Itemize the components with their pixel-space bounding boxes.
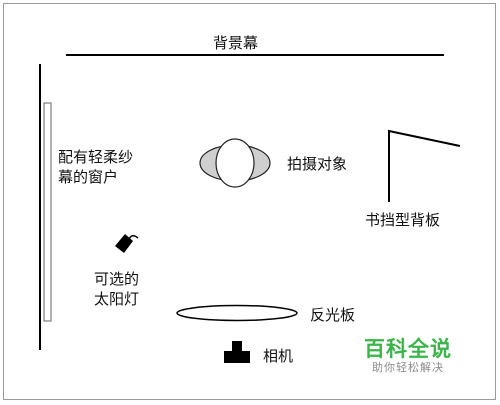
book-flat-shape [388,129,461,202]
subject-shape [199,138,271,188]
window-label-line2: 幕的窗户 [58,168,119,186]
frame-border [3,3,496,400]
book-flat-label: 书挡型背板 [365,211,441,229]
camera-label: 相机 [263,347,294,365]
reflector-label: 反光板 [310,306,356,324]
light-label-line2: 太阳灯 [94,290,140,308]
reflector-shape [176,304,298,322]
subject-label: 拍摄对象 [287,155,348,173]
backdrop-label: 背景幕 [213,34,259,52]
light-label-line1: 可选的 [94,270,140,288]
window-label-line1: 配有轻柔纱 [58,148,134,166]
window-pane [43,102,52,322]
watermark-subtitle: 助你轻松解决 [372,361,444,374]
camera-icon [224,341,250,363]
watermark-title: 百科全说 [364,337,452,361]
lamp-icon [115,234,139,253]
